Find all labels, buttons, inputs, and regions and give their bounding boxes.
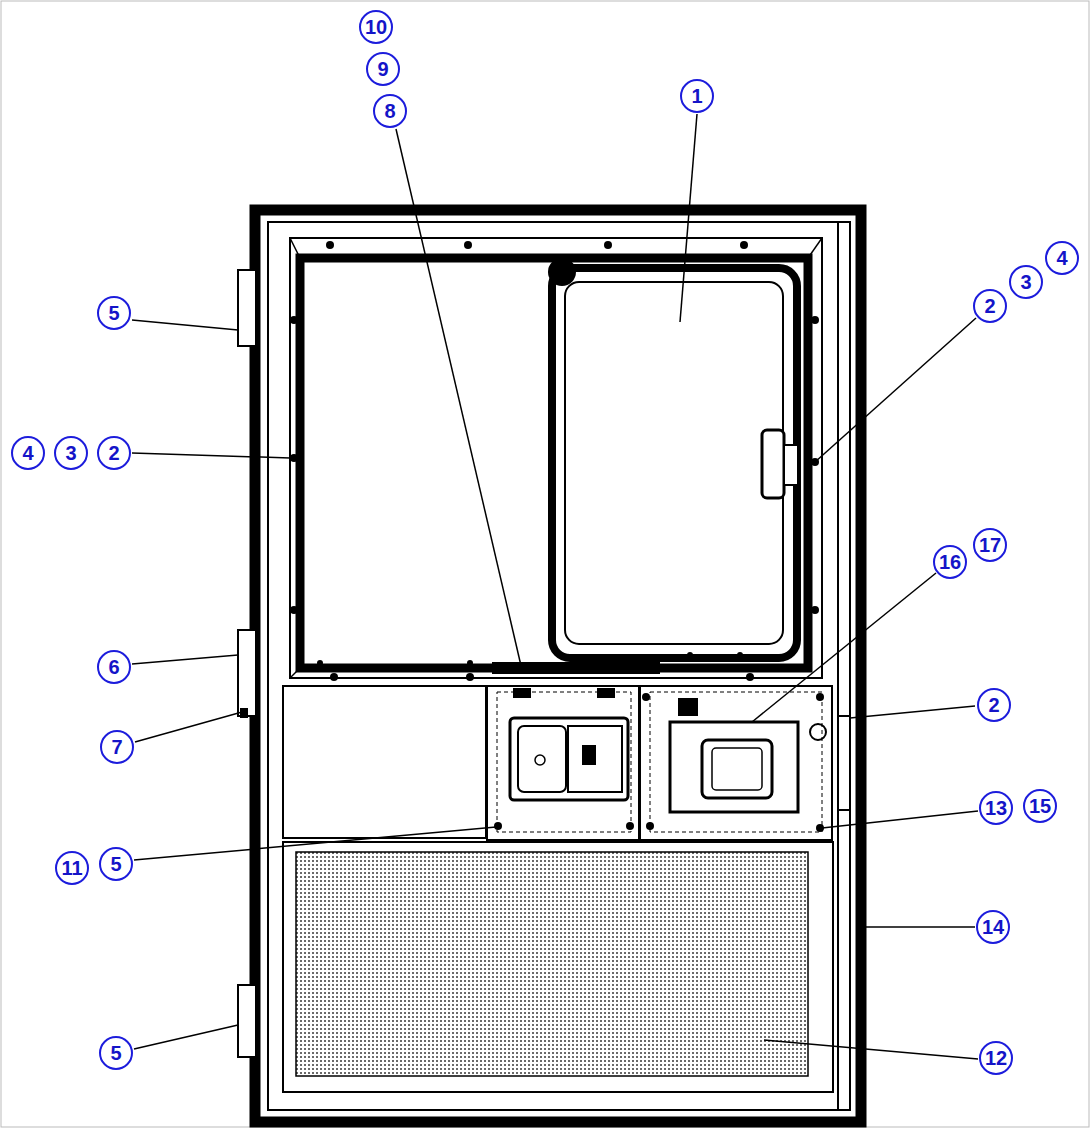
callout-number: 11 <box>61 858 82 878</box>
callout-number: 1 <box>691 86 702 106</box>
callout-circle: 16 <box>933 545 967 579</box>
callout-circle: 5 <box>99 1036 133 1070</box>
callout-number: 4 <box>22 443 33 463</box>
callout-circle: 3 <box>1009 265 1043 299</box>
callout-circle: 4 <box>11 436 45 470</box>
callout-circle: 14 <box>976 910 1010 944</box>
callout-circle: 15 <box>1023 789 1057 823</box>
callout-number: 12 <box>985 1048 1007 1068</box>
callout-circle: 9 <box>366 52 400 86</box>
callout-number: 16 <box>939 552 961 572</box>
callout-number: 5 <box>108 303 119 323</box>
callout-number: 8 <box>384 101 395 121</box>
callout-number: 2 <box>988 695 999 715</box>
callout-number: 7 <box>111 737 122 757</box>
callout-number: 5 <box>110 854 121 874</box>
callout-circle: 11 <box>55 851 89 885</box>
callout-circle: 7 <box>100 730 134 764</box>
callout-circle: 4 <box>1045 241 1079 275</box>
callout-circle: 10 <box>359 10 393 44</box>
callout-number: 5 <box>110 1043 121 1063</box>
callout-number: 9 <box>377 59 388 79</box>
callout-number: 4 <box>1056 248 1067 268</box>
callout-number: 15 <box>1029 796 1051 816</box>
callout-circle: 3 <box>54 436 88 470</box>
callout-number: 13 <box>985 798 1007 818</box>
callout-number: 2 <box>108 443 119 463</box>
callout-circle: 5 <box>99 847 133 881</box>
callout-number: 3 <box>65 443 76 463</box>
callout-circle: 1 <box>680 79 714 113</box>
callout-number: 6 <box>108 657 119 677</box>
callout-number: 2 <box>984 296 995 316</box>
callout-circle: 5 <box>97 296 131 330</box>
callout-number: 10 <box>365 17 387 37</box>
callout-circle: 12 <box>979 1041 1013 1075</box>
callout-circle: 6 <box>97 650 131 684</box>
callout-circle: 13 <box>979 791 1013 825</box>
callout-number: 3 <box>1020 272 1031 292</box>
callout-circle: 2 <box>973 289 1007 323</box>
callout-number: 17 <box>979 535 1001 555</box>
callout-circle: 2 <box>977 688 1011 722</box>
callout-circle: 17 <box>973 528 1007 562</box>
callout-number: 14 <box>982 917 1004 937</box>
callout-circle: 8 <box>373 94 407 128</box>
callout-circle: 2 <box>97 436 131 470</box>
